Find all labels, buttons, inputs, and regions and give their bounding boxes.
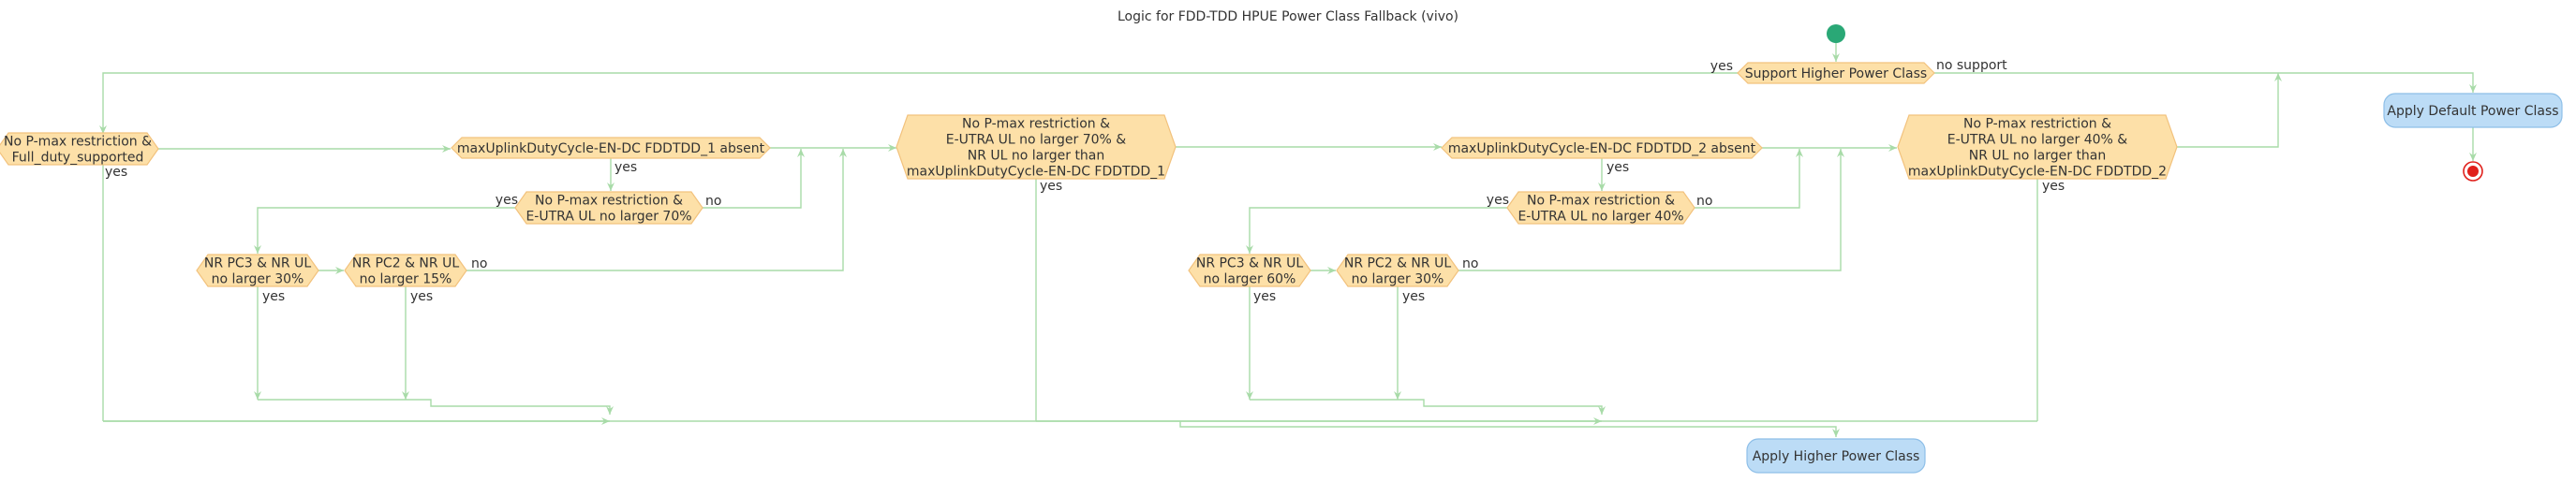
node-text-line: No P-max restriction & — [4, 135, 152, 150]
decision-shape — [1737, 62, 1935, 84]
node-start — [1827, 24, 1845, 43]
d2-pmax-no-label: no — [1696, 194, 1712, 209]
start-node-circle — [1827, 24, 1845, 43]
edge-merge-to-higher — [1179, 421, 1840, 437]
support-no-label: no support — [1936, 58, 2007, 73]
decision-shape — [0, 132, 159, 166]
node-text-line: maxUplinkDutyCycle-EN-DC FDDTDD_2 absent — [1448, 141, 1756, 156]
decision-shape — [344, 254, 467, 287]
d2-pc3-yes-label: yes — [1253, 289, 1276, 304]
node-text-line: NR PC2 & NR UL — [352, 256, 459, 271]
d1-big-yes-label: yes — [1040, 179, 1062, 194]
decision-shape — [1506, 191, 1695, 225]
edge-labels: yes no support yes yes yes no yes yes no… — [105, 58, 2065, 304]
node-d1-full: No P-max restriction &Full_duty_supporte… — [0, 132, 159, 166]
node-apply-higher: Apply Higher Power Class — [1746, 438, 1926, 474]
node-text-line: no larger 15% — [360, 272, 452, 287]
edge-d1-pmax-no — [703, 149, 805, 209]
diagram-title: Logic for FDD-TDD HPUE Power Class Fallb… — [1118, 9, 1458, 24]
d2-pmax-yes-label: yes — [1487, 193, 1509, 208]
d1-pc2-yes-label: yes — [410, 289, 433, 304]
node-text-line: NR UL no larger than — [1969, 149, 2107, 164]
d2-pc2-no-label: no — [1462, 256, 1478, 271]
node-text-line: NR UL no larger than — [968, 149, 1105, 164]
edge-d1-pmax-yes — [254, 207, 515, 254]
d1-mudc-yes-label: yes — [614, 160, 637, 175]
edge-d2-pmax-yes — [1246, 207, 1507, 254]
node-text-line: No P-max restriction & — [962, 117, 1110, 132]
node-text-line: maxUplinkDutyCycle-EN-DC FDDTDD_1 — [907, 165, 1165, 180]
node-d2-mudc: maxUplinkDutyCycle-EN-DC FDDTDD_2 absent — [1441, 137, 1763, 159]
edge-d2-pc2-no — [1458, 149, 1844, 271]
node-d1-mudc: maxUplinkDutyCycle-EN-DC FDDTDD_1 absent — [451, 137, 771, 159]
node-text-line: Apply Default Power Class — [2387, 104, 2558, 119]
node-d2-big: No P-max restriction &E-UTRA UL no large… — [1897, 114, 2178, 180]
action-shape — [1746, 438, 1926, 474]
decision-shape — [196, 254, 319, 287]
d2-mudc-yes-label: yes — [1606, 160, 1629, 175]
node-text-line: no larger 30% — [1352, 272, 1444, 287]
d1-pc3-yes-label: yes — [262, 289, 285, 304]
node-text-line: maxUplinkDutyCycle-EN-DC FDDTDD_1 absent — [457, 141, 765, 156]
d1-pmax-no-label: no — [705, 194, 721, 209]
d2-big-yes-label: yes — [2042, 179, 2065, 194]
d1-pmax-yes-label: yes — [496, 193, 518, 208]
edge-support-yes — [99, 72, 1738, 134]
node-d1-pmax: No P-max restriction &E-UTRA UL no large… — [514, 191, 703, 225]
node-text-line: no larger 60% — [1204, 272, 1296, 287]
node-text-line: Apply Higher Power Class — [1753, 449, 1920, 464]
edges — [99, 43, 2477, 437]
node-text-line: E-UTRA UL no larger 40% — [1517, 210, 1683, 225]
node-text-line: E-UTRA UL no larger 70% — [526, 210, 691, 225]
decision-shape — [1336, 254, 1459, 287]
d2-pc2-yes-label: yes — [1402, 289, 1425, 304]
end-node-dot — [2467, 166, 2479, 177]
d1-pc2-no-label: no — [471, 256, 487, 271]
node-text-line: E-UTRA UL no larger 40% & — [1947, 133, 2128, 148]
node-text-line: maxUplinkDutyCycle-EN-DC FDDTDD_2 — [1908, 165, 2167, 180]
edge-d1-pc2-no — [466, 149, 847, 271]
node-apply-default: Apply Default Power Class — [2383, 93, 2563, 128]
node-d1-big: No P-max restriction &E-UTRA UL no large… — [896, 114, 1177, 180]
edge-d2-pmax-no — [1695, 149, 1803, 209]
node-text-line: No P-max restriction & — [1963, 117, 2111, 132]
edge-d2-inner-merge — [1250, 399, 1606, 415]
edge-d1-inner-merge — [258, 399, 614, 415]
edge-support-no — [1934, 72, 2477, 93]
node-text-line: No P-max restriction & — [535, 194, 683, 209]
decision-shape — [896, 114, 1177, 180]
d1-full-yes-label: yes — [105, 165, 127, 180]
node-text-line: E-UTRA UL no larger 70% & — [946, 133, 1127, 148]
node-end — [2463, 161, 2483, 182]
decision-shape — [514, 191, 703, 225]
node-support: Support Higher Power Class — [1737, 62, 1935, 84]
node-text-line: Full_duty_supported — [12, 151, 144, 166]
node-text-line: no larger 30% — [212, 272, 304, 287]
node-text-line: NR PC3 & NR UL — [204, 256, 311, 271]
node-text-line: NR PC2 & NR UL — [1344, 256, 1451, 271]
edge-d2-big-to-loop — [2177, 73, 2282, 148]
action-shape — [2383, 93, 2563, 128]
node-text-line: Support Higher Power Class — [1745, 66, 1927, 81]
node-d2-pmax: No P-max restriction &E-UTRA UL no large… — [1506, 191, 1695, 225]
decision-shape — [1897, 114, 2178, 180]
decision-shape — [1441, 137, 1763, 159]
decision-shape — [451, 137, 771, 159]
node-text-line: No P-max restriction & — [1527, 194, 1675, 209]
decision-shape — [1188, 254, 1311, 287]
node-text-line: NR PC3 & NR UL — [1196, 256, 1303, 271]
support-yes-label: yes — [1710, 59, 1733, 74]
